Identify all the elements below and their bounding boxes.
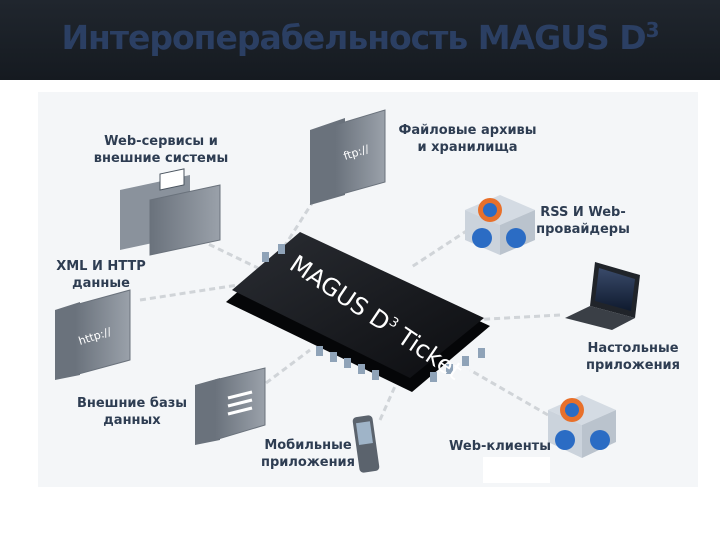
database-server-icon [195, 367, 266, 445]
label-file-archives: Файловые архивы и хранилища [398, 123, 537, 155]
web-client-browser-icon [548, 395, 616, 458]
connector-rss [409, 228, 469, 270]
mobile-phone-icon [352, 415, 380, 473]
connector-web-services [199, 238, 259, 270]
server-web-services-icon [120, 168, 221, 256]
server-ftp-icon: ftp:// [310, 109, 386, 205]
slide-title: Интероперабельность MAGUS D3 [61, 18, 659, 57]
server-http-icon: http:// [55, 289, 131, 380]
laptop-icon [565, 262, 640, 330]
label-web-clients: Web-клиенты [449, 439, 551, 454]
label-rss: RSS И Web- провайдеры [536, 205, 630, 237]
title-bar: Интероперабельность MAGUS D3 [0, 0, 720, 80]
label-backdrop [483, 457, 550, 483]
label-desktop: Настольные приложения [585, 341, 681, 373]
label-external-db: Внешние базы данных [76, 396, 188, 428]
label-xml-http: XML И HTTP данные [56, 259, 146, 291]
label-web-services: Web-сервисы и внешние системы [93, 134, 229, 166]
connector-xml-http [139, 283, 239, 302]
connector-web-clients [469, 368, 549, 417]
label-mobile: Мобильные приложения [260, 438, 356, 470]
rss-browser-icon [465, 195, 535, 255]
magus-chip: MAGUS D3 Ticket [226, 232, 490, 392]
connector-desktop [469, 313, 561, 322]
